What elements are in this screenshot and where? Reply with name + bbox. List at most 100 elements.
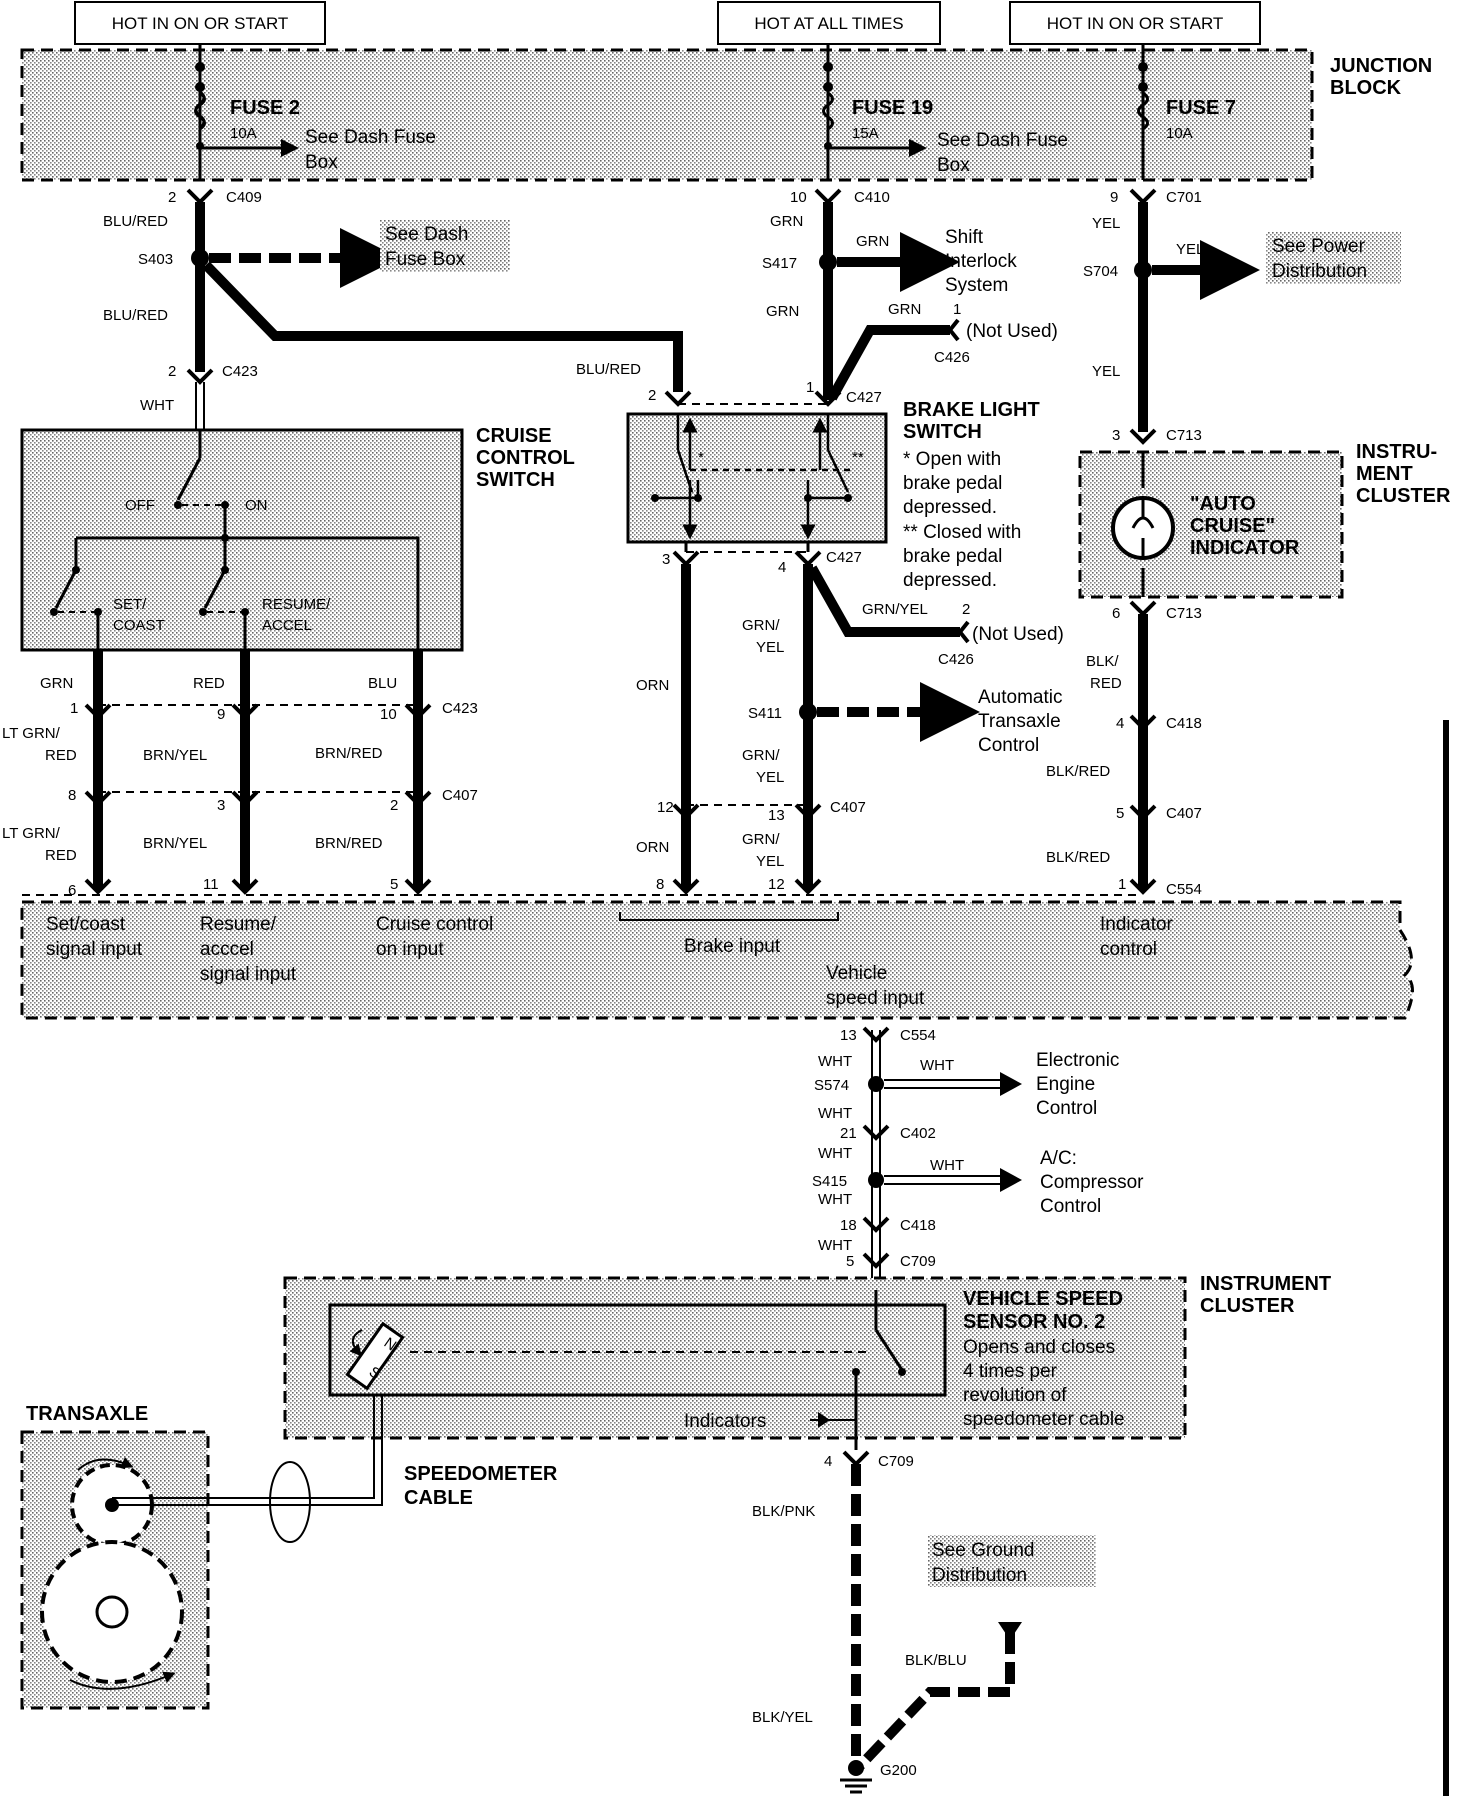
wire-color: RED — [45, 747, 77, 764]
eec-label: Electronic — [1036, 1050, 1119, 1071]
pin-label: 5 — [846, 1253, 854, 1270]
pcm-input-label: Cruise control — [376, 914, 493, 935]
pin-label: 12 — [657, 799, 674, 816]
set-coast-label: COAST — [113, 617, 165, 634]
pcm-input-label: Vehicle — [826, 963, 887, 984]
ground-point — [848, 1760, 864, 1776]
pin-label: 4 — [1116, 715, 1124, 732]
pin-label: 2 — [648, 387, 656, 404]
ac-label: A/C: — [1040, 1148, 1077, 1169]
set-coast-label: SET/ — [113, 596, 147, 613]
pcm-output-label: control — [1100, 939, 1157, 960]
wire-color: WHT — [818, 1237, 852, 1254]
atc-label: Control — [978, 735, 1039, 756]
brake-switch-title: BRAKE LIGHT — [903, 399, 1040, 421]
cluster-title: INSTRU- — [1356, 441, 1437, 463]
brake-note: depressed. — [903, 570, 997, 591]
fuse7-rating: 10A — [1166, 125, 1193, 142]
brake-switch-title: SWITCH — [903, 421, 982, 443]
cluster-title: CLUSTER — [1200, 1295, 1295, 1317]
pin-label: 13 — [840, 1027, 857, 1044]
fuse19-rating: 15A — [852, 125, 879, 142]
fuse-dots — [195, 62, 1148, 150]
pin-label: 9 — [1110, 189, 1118, 206]
header-label: HOT IN ON OR START — [1047, 14, 1224, 33]
connector-c709: C709 — [900, 1253, 936, 1270]
ac-label: Compressor — [1040, 1172, 1144, 1193]
header-hot-run-left: HOT IN ON OR START — [74, 1, 326, 45]
wire-color: YEL — [756, 639, 784, 656]
brake-note: * Open with — [903, 449, 1001, 470]
splice-label: S704 — [1083, 263, 1118, 280]
cable-label: CABLE — [404, 1487, 473, 1509]
wire-color: BLU/RED — [103, 307, 168, 324]
cluster-title: MENT — [1356, 463, 1413, 485]
splice-label: S415 — [812, 1173, 847, 1190]
fuse19-label: FUSE 19 — [852, 97, 933, 119]
wire-color: ORN — [636, 839, 669, 856]
pin-label: 2 — [962, 601, 970, 618]
resume-accel-label: ACCEL — [262, 617, 312, 634]
wire-color: WHT — [920, 1057, 954, 1074]
fuse7-label: FUSE 7 — [1166, 97, 1236, 119]
pin-label: 4 — [824, 1453, 832, 1470]
wire-color: WHT — [140, 397, 174, 414]
shift-interlock-label: System — [945, 275, 1008, 296]
brake-light-switch — [626, 412, 888, 544]
connector-c418: C418 — [900, 1217, 936, 1234]
indicator-label: CRUISE" — [1190, 515, 1275, 537]
wire-color: BRN/RED — [315, 745, 383, 762]
pcm-input-label: speed input — [826, 988, 925, 1009]
splice-s403 — [191, 249, 209, 267]
pin-label: 21 — [840, 1125, 857, 1142]
wire-color: BLU/RED — [576, 361, 641, 378]
see-ground: See Ground — [932, 1540, 1034, 1561]
wire-color: BLK/YEL — [752, 1709, 813, 1726]
vss-title: VEHICLE SPEED — [963, 1288, 1123, 1310]
wire-color: GRN — [888, 301, 921, 318]
pin-label: 2 — [168, 363, 176, 380]
pin-label: 10 — [790, 189, 807, 206]
wire-color: BRN/RED — [315, 835, 383, 852]
connector-c407: C407 — [1166, 805, 1202, 822]
fuse19-icon — [822, 91, 834, 131]
see-ground: Distribution — [932, 1565, 1027, 1586]
connector-c423: C423 — [222, 363, 258, 380]
connector-c427: C427 — [846, 389, 882, 406]
connector-c713: C713 — [1166, 427, 1202, 444]
pin-label: 4 — [778, 559, 786, 576]
pin-label: 3 — [217, 797, 225, 814]
pin-label: 1 — [70, 700, 78, 717]
rotation-icon — [269, 1461, 311, 1543]
pin-label: 9 — [217, 706, 225, 723]
wire-color: WHT — [818, 1105, 852, 1122]
splice-label: S574 — [814, 1077, 849, 1094]
marker-single: * — [698, 449, 704, 466]
fuse7-icon — [1137, 91, 1149, 131]
pin-label: 18 — [840, 1217, 857, 1234]
wire-color: BLU/RED — [103, 213, 168, 230]
wire-color: BLK/ — [1086, 653, 1119, 670]
splice-label: S417 — [762, 255, 797, 272]
wire-color: BRN/YEL — [143, 747, 207, 764]
cluster-title: CLUSTER — [1356, 485, 1451, 507]
wire-color: LT GRN/ — [2, 825, 61, 842]
brake-note: brake pedal — [903, 546, 1002, 567]
splice-s417 — [819, 253, 837, 271]
cruise-control-switch — [20, 428, 464, 652]
see-dash-fuse: Fuse Box — [385, 249, 466, 270]
shift-interlock-label: Shift — [945, 227, 984, 248]
wire-color: BLU — [368, 675, 397, 692]
connector-c427: C427 — [826, 549, 862, 566]
cable-label: SPEEDOMETER — [404, 1463, 558, 1485]
splice-s574 — [868, 1076, 884, 1092]
pin-label: 3 — [662, 551, 670, 568]
vss-note: speedometer cable — [963, 1409, 1125, 1430]
splice-s704 — [1134, 261, 1152, 279]
connector-c701: C701 — [1166, 189, 1202, 206]
pin-label: 8 — [68, 787, 76, 804]
pin-label: 2 — [168, 189, 176, 206]
vss-title: SENSOR NO. 2 — [963, 1311, 1105, 1333]
wire-color: WHT — [930, 1157, 964, 1174]
connector-c407: C407 — [830, 799, 866, 816]
